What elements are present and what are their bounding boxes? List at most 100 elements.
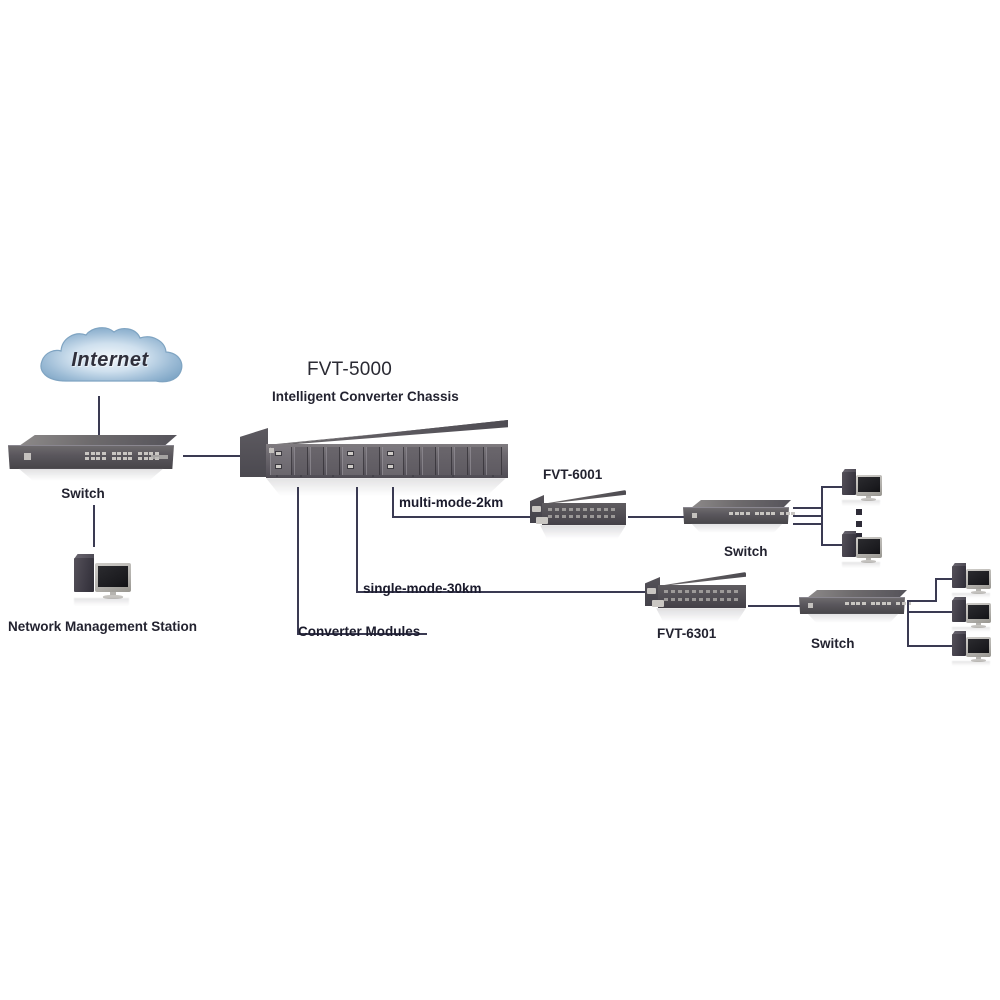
wire-br-branch-top xyxy=(935,578,957,580)
switch-br-face xyxy=(799,597,905,614)
wire-br-branch-mid xyxy=(927,611,957,613)
chassis-reflection xyxy=(266,478,506,496)
switch-tr-reflection xyxy=(690,523,784,533)
wire-br-branch-bottom xyxy=(907,645,957,647)
pc-tower-top xyxy=(952,597,966,601)
wire-tr-riser xyxy=(821,486,823,546)
pc-tower-top xyxy=(952,563,966,567)
switch-left-reflection xyxy=(18,468,164,481)
chassis-slot xyxy=(454,447,468,475)
pc-screen xyxy=(968,605,989,619)
fvt6001-top xyxy=(542,490,626,504)
chassis-slot xyxy=(326,447,340,475)
nms-tower-top xyxy=(74,554,94,559)
switch-bottom-right-device xyxy=(797,590,911,624)
pc-reflection xyxy=(842,562,880,568)
switch-bottom-right-label: Switch xyxy=(811,636,855,651)
single-mode-link-label: single-mode-30km xyxy=(363,581,482,596)
switch-top-right-label: Switch xyxy=(724,544,768,559)
wire-fvt6301-to-switch xyxy=(748,605,806,607)
wire-switch-to-chassis xyxy=(183,455,241,457)
pc-tower-top xyxy=(952,631,966,635)
switch-br-logo xyxy=(808,603,813,608)
chassis-fiber-port xyxy=(387,464,394,469)
fvt6301-reflection xyxy=(656,608,746,622)
nms-monitor-base xyxy=(103,595,123,599)
chassis-screw xyxy=(276,475,278,477)
chassis-screw xyxy=(492,475,494,477)
nms-monitor-neck xyxy=(110,592,116,596)
pc-reflection xyxy=(952,661,990,666)
pc-monitor-base xyxy=(971,591,986,594)
wire-tr-branch-top xyxy=(821,486,847,488)
switch-tr-top xyxy=(691,500,791,508)
fvt6301-device xyxy=(645,572,750,627)
fvt6301-rj45-jack xyxy=(647,588,656,594)
fvt6001-label: FVT-6001 xyxy=(543,467,603,482)
fvt6001-face xyxy=(542,503,626,525)
chassis-slot xyxy=(486,447,502,475)
chassis-slot xyxy=(406,447,420,475)
fvt6001-device xyxy=(530,490,630,545)
chassis-slot xyxy=(438,447,452,475)
chassis-left-face xyxy=(240,428,268,477)
wire-tr-branch-bottom xyxy=(821,544,847,546)
ellipsis-dot xyxy=(856,509,862,515)
nms-label: Network Management Station xyxy=(8,619,198,634)
switch-tr-face xyxy=(683,507,789,524)
multi-mode-link-label: multi-mode-2km xyxy=(399,495,504,510)
wire-br-trunk-2 xyxy=(907,611,929,613)
chassis-logo xyxy=(269,448,274,453)
pc-monitor-base xyxy=(861,498,876,501)
wire-fvt6001-to-switch xyxy=(628,516,690,518)
internet-label: Internet xyxy=(71,349,149,371)
chassis-screw xyxy=(300,475,302,477)
fvt6301-top xyxy=(658,572,746,586)
pc-tower xyxy=(952,566,966,588)
client-pc-bottom-3 xyxy=(950,628,998,666)
chassis-screw xyxy=(452,475,454,477)
chassis-fiber-port xyxy=(347,451,354,456)
converter-modules-underline xyxy=(297,633,427,635)
chassis-fiber-port xyxy=(275,464,282,469)
chassis-screw xyxy=(372,475,374,477)
nms-pc-icon xyxy=(70,548,140,606)
fvt6001-vents-lower xyxy=(548,515,618,518)
chassis-subtitle: Intelligent Converter Chassis xyxy=(272,389,459,404)
pc-reflection xyxy=(952,627,990,632)
internet-cloud-icon: Internet xyxy=(30,325,190,397)
client-pc-bottom-2 xyxy=(950,594,998,632)
wire-tr-trunk-3 xyxy=(793,523,823,525)
chassis-screw xyxy=(412,475,414,477)
pc-monitor-neck xyxy=(866,558,871,561)
switch-top-right-device xyxy=(681,500,795,534)
switch-br-reflection xyxy=(806,613,900,623)
fvt6301-vents-lower xyxy=(664,598,738,601)
fvt6301-vents-upper xyxy=(664,590,738,593)
switch-tr-ports xyxy=(729,512,795,515)
switch-left-label: Switch xyxy=(61,486,105,501)
wire-converter-modules-callout xyxy=(297,487,299,633)
cloud-shape xyxy=(40,327,183,383)
pc-tower xyxy=(842,534,856,557)
pc-monitor-base xyxy=(971,659,986,662)
client-pc-top-2 xyxy=(840,528,888,568)
fvt6001-fiber-jack xyxy=(536,517,548,524)
switch-left-top xyxy=(19,435,177,446)
wire-br-trunk-1 xyxy=(907,600,937,602)
chassis-slot xyxy=(422,447,436,475)
pc-monitor-neck xyxy=(976,623,981,626)
pc-monitor-base xyxy=(971,625,986,628)
switch-left-logo xyxy=(24,453,31,460)
pc-monitor-neck xyxy=(976,589,981,592)
wire-switch-to-nms xyxy=(93,505,95,547)
fvt6001-reflection xyxy=(540,525,626,539)
switch-br-ports xyxy=(845,602,911,605)
switch-left-ports xyxy=(85,452,159,460)
pc-screen xyxy=(968,571,989,585)
switch-br-top xyxy=(807,590,907,598)
pc-screen xyxy=(968,639,989,653)
chassis-screw xyxy=(332,475,334,477)
chassis-slot xyxy=(310,447,324,475)
